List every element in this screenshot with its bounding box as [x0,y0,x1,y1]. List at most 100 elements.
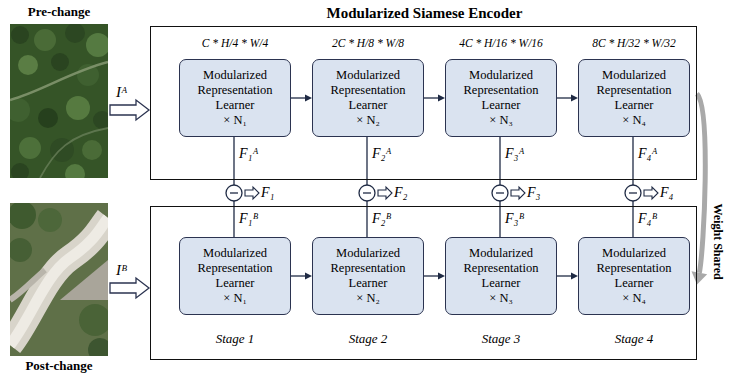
feature-wire [499,130,500,185]
learner-text: Modularized Representation Learner [584,68,684,113]
feature-label: F₃ᴮ [505,211,524,227]
tree-canopy [10,203,36,229]
connector [557,95,578,102]
subtract-circle [625,185,641,201]
difference-label: F₄ [660,185,673,201]
arrow-head [692,271,708,284]
output-arrow [245,187,259,199]
tree-canopy [38,108,58,128]
tree-canopy [38,208,62,232]
tree-canopy [51,53,69,71]
tree-canopy [19,137,41,159]
subtract-circle [226,185,242,201]
learner-text: Modularized Representation Learner [451,246,551,291]
feature-label: F₁ᴮ [239,211,258,227]
output-arrow [511,187,525,199]
feature-label: F₂ᴬ [372,146,391,162]
arrow-head [571,273,578,280]
connector [291,273,312,280]
pre-change-image [10,24,108,178]
learner-text: × N₁ [223,113,247,128]
feature-label: F₄ᴬ [638,146,657,162]
cleared-road [10,218,108,345]
learner-box: Modularized Representation Learner× N₁ [179,237,291,315]
connector [424,95,445,102]
subtract-circle [492,185,508,201]
learner-box: Modularized Representation Learner× N₃ [445,237,557,315]
tree-canopy [93,111,108,129]
connector-line [291,97,305,98]
minus-sign [496,192,504,193]
minus-sign [629,192,637,193]
tree-canopy [88,338,108,356]
feature-wires [234,130,633,240]
tree-canopy [79,304,108,336]
arrow-head [305,273,312,280]
forest-trail [40,128,108,178]
connector-line [424,97,438,98]
post-change-image [10,203,108,356]
dimension-label: 8C * H/32 * W/32 [592,37,676,51]
connector [291,95,312,102]
input-arrow [110,100,149,120]
encoder-frame: Modularized Siamese EncoderC * H/4 * W/4… [150,26,697,180]
feature-label: F₁ᴬ [239,146,258,162]
connector [557,273,578,280]
arrow-head [571,95,578,102]
input-label: Iᴮ [116,262,127,279]
learner-text: × N₃ [489,113,513,128]
difference-label: F₁ [261,185,274,201]
learner-text: × N₂ [356,113,380,128]
stage-label: Stage 1 [216,331,255,347]
learner-box: Modularized Representation Learner× N₁ [179,59,291,137]
input-arrow [110,278,149,298]
learner-box: Modularized Representation Learner× N₄ [578,237,690,315]
connector [692,94,708,285]
dimension-label: C * H/4 * W/4 [202,37,268,51]
learner-text: Modularized Representation Learner [185,246,285,291]
learner-box: Modularized Representation Learner× N₂ [312,59,424,137]
arrow-head [438,95,445,102]
arrow-head [438,273,445,280]
dimension-label: 4C * H/16 * W/16 [459,37,543,51]
learner-text: × N₄ [622,113,646,128]
learner-text: × N₃ [489,291,513,306]
learner-text: Modularized Representation Learner [318,68,418,113]
learner-box: Modularized Representation Learner× N₃ [445,59,557,137]
learner-box: Modularized Representation Learner× N₂ [312,237,424,315]
learner-text: Modularized Representation Learner [318,246,418,291]
learner-text: Modularized Representation Learner [451,68,551,113]
input-label: Iᴬ [116,84,127,101]
encoder-frame: Stage 1Stage 2Stage 3Stage 4Modularized … [150,206,697,360]
tree-canopy [65,24,85,43]
weight-sharing-curve [697,94,705,273]
learner-text: Modularized Representation Learner [584,246,684,291]
feature-wire [366,130,367,185]
learner-text: Modularized Representation Learner [185,68,285,113]
tree-canopy [18,55,38,75]
image-caption: Post-change [25,359,92,374]
tree-canopy [10,238,32,262]
cleared-road [10,270,45,300]
difference-label: F₂ [394,185,407,201]
minus-sign [230,192,238,193]
difference-label: F₃ [527,185,540,201]
output-arrow [378,187,392,199]
feature-wire [233,130,234,185]
stage-label: Stage 4 [615,331,654,347]
image-caption: Pre-change [28,5,91,20]
dimension-label: 2C * H/8 * W/8 [332,37,404,51]
forest-trail [10,62,108,100]
cleared-road [10,218,108,345]
tree-canopy [34,29,56,51]
feature-wire [632,130,633,185]
subtract-circle [359,185,375,201]
feature-label: F₄ᴮ [638,211,657,227]
arrow-head [305,95,312,102]
tree-canopy [11,163,29,178]
connector-line [557,275,571,276]
minus-sign [363,192,371,193]
connector [424,273,445,280]
